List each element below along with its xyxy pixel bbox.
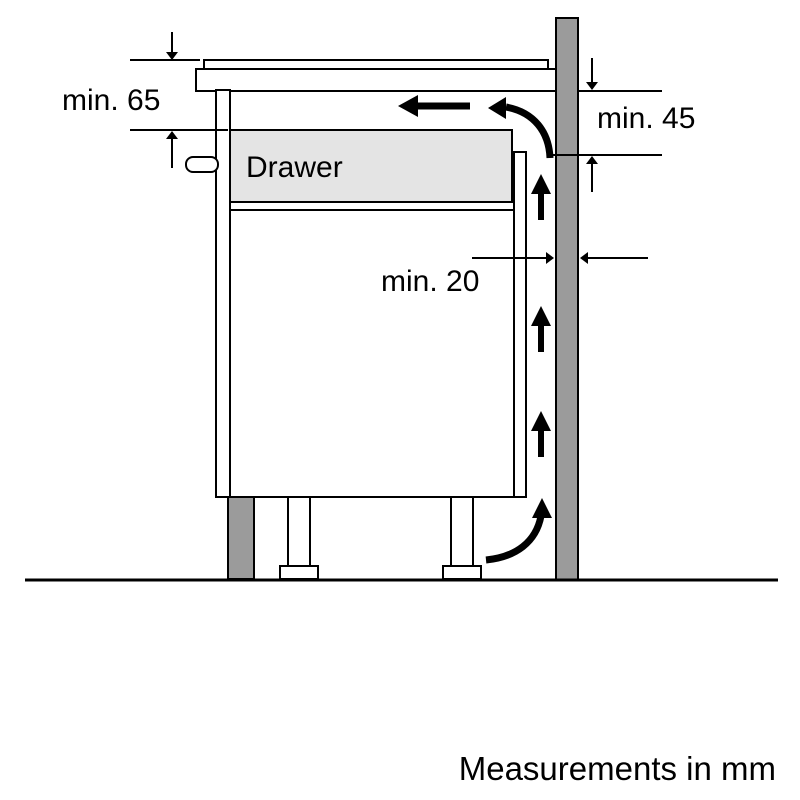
dimension-arrow-down-icon <box>586 82 598 90</box>
curved-arrow-up-icon <box>485 498 552 564</box>
leg-foot <box>442 565 482 580</box>
drawer-label: Drawer <box>246 151 343 184</box>
units-note: Measurements in mm <box>458 750 776 787</box>
dimension-arrow-up-icon <box>166 131 178 139</box>
hob <box>203 59 549 70</box>
arrow-up-icon <box>531 411 551 457</box>
arrow-up-icon <box>531 306 551 352</box>
dimension-arrow-down-icon <box>166 52 178 60</box>
dimension-label-min20: min. 20 <box>381 265 480 298</box>
airflow-arrows <box>398 95 554 564</box>
wall <box>555 17 579 581</box>
dimension-min45 <box>548 58 662 192</box>
dimension-arrow-up-icon <box>586 156 598 164</box>
dimension-arrow-left-icon <box>580 252 588 264</box>
cabinet-leg-left <box>279 496 319 580</box>
arrow-left-icon <box>398 95 470 117</box>
dimension-arrow-right-icon <box>546 252 554 264</box>
drawer-handle <box>185 156 219 173</box>
dimension-min65 <box>130 32 228 168</box>
leg <box>287 496 311 568</box>
dimension-min20 <box>472 252 648 264</box>
curved-arrow-left-icon <box>488 97 554 159</box>
cabinet-right-panel <box>513 151 527 498</box>
cabinet-left-panel <box>215 89 231 498</box>
cabinet-body <box>229 209 515 498</box>
worktop <box>195 68 557 92</box>
cabinet-leg-right <box>442 496 482 580</box>
dimension-label-min65: min. 65 <box>62 84 161 117</box>
dimension-label-min45: min. 45 <box>597 102 696 135</box>
drawer-box <box>229 129 513 203</box>
leg <box>450 496 474 568</box>
plinth-panel <box>227 496 255 580</box>
arrow-up-icon <box>531 174 551 220</box>
leg-foot <box>279 565 319 580</box>
